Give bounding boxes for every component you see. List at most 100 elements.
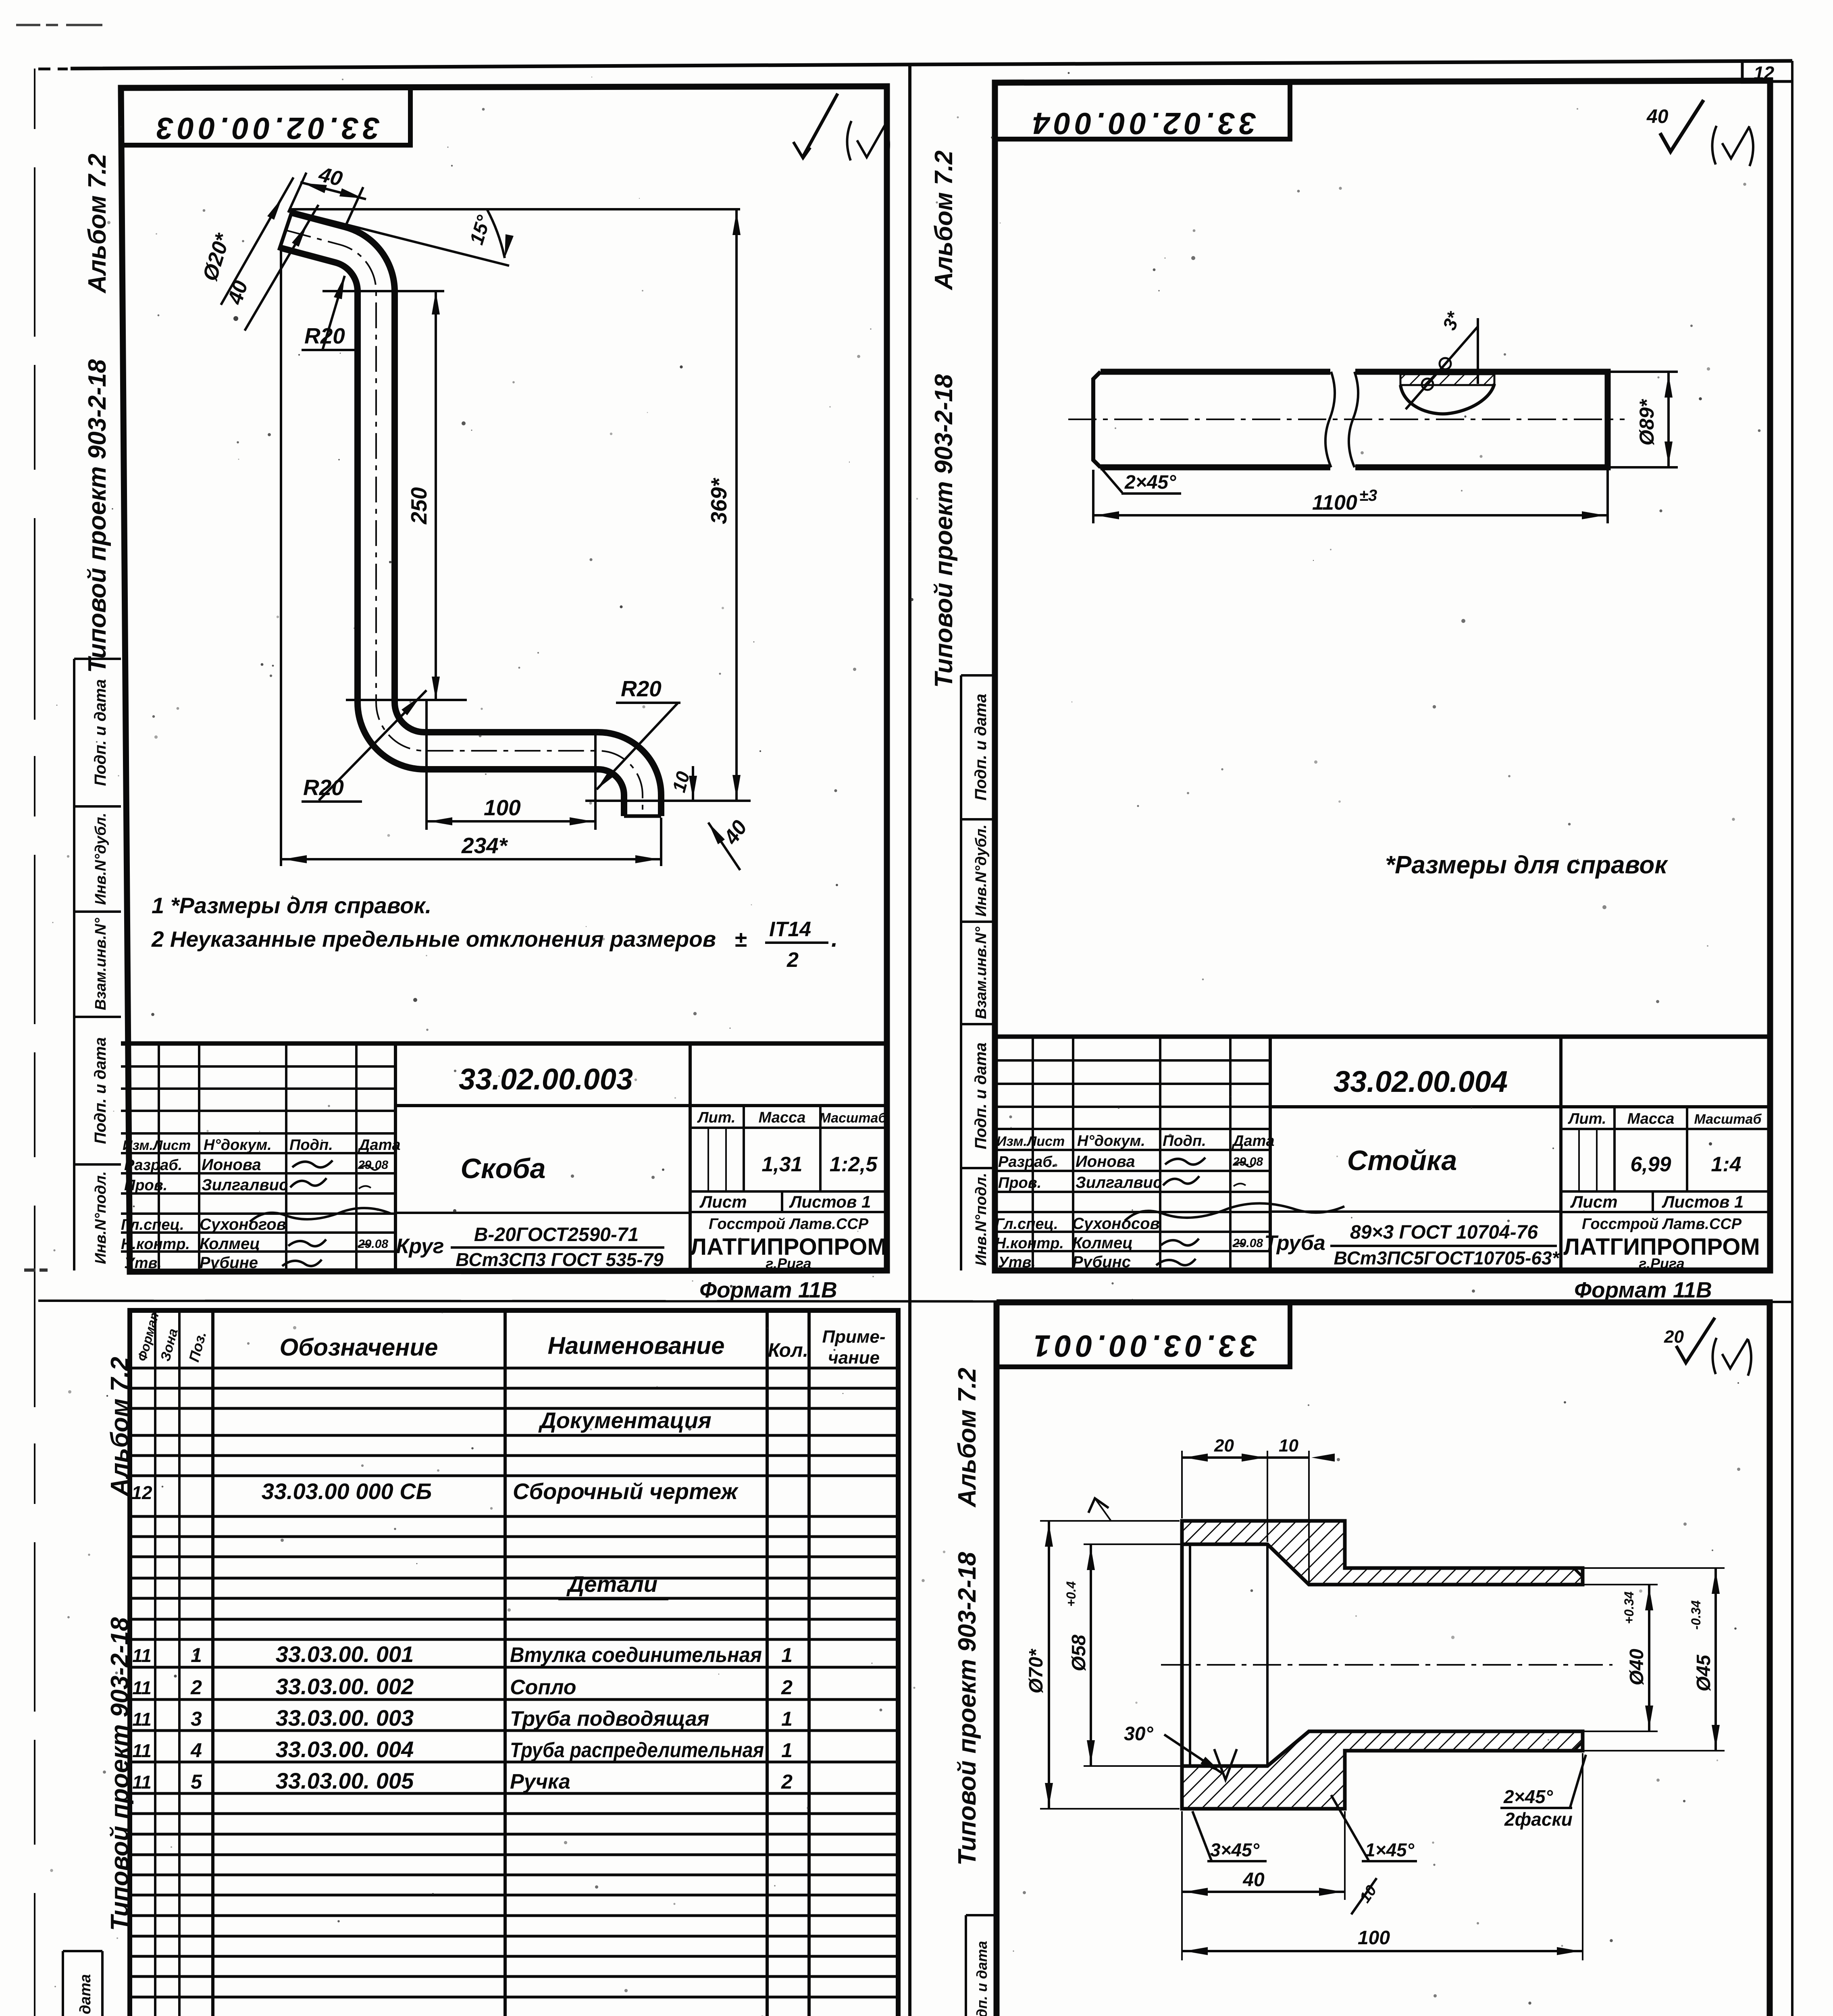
- svg-text:Госстрой Латв.ССР: Госстрой Латв.ССР: [709, 1216, 869, 1233]
- svg-text:Ø40: Ø40: [1626, 1649, 1648, 1685]
- svg-text:Ø58: Ø58: [1068, 1635, 1090, 1671]
- svg-text:2: 2: [190, 1676, 202, 1699]
- svg-text:R20: R20: [621, 676, 662, 701]
- svg-text:1,31: 1,31: [761, 1153, 802, 1176]
- svg-text:Масса: Масса: [1627, 1110, 1675, 1127]
- svg-text:Подп. и дата: Подп. и дата: [972, 694, 990, 801]
- svg-text:Лит.: Лит.: [1567, 1110, 1606, 1127]
- svg-text:Н.контр.: Н.контр.: [121, 1236, 190, 1253]
- svg-text:2: 2: [781, 1676, 793, 1699]
- svg-text:Ионова: Ионова: [1076, 1153, 1135, 1170]
- svg-text:33.03.00. 003: 33.03.00. 003: [276, 1705, 414, 1731]
- svg-text:IT14: IT14: [769, 918, 811, 941]
- svg-text:Взам.инв.N°: Взам.инв.N°: [973, 927, 990, 1019]
- svg-text:Инв.N°подл.: Инв.N°подл.: [92, 1171, 109, 1264]
- svg-text:Пров.: Пров.: [124, 1177, 167, 1194]
- svg-text:Подп. и дата: Подп. и дата: [77, 1974, 94, 2016]
- svg-text:5: 5: [191, 1770, 202, 1793]
- svg-text:ВСт3СП3 ГОСТ 535-79: ВСт3СП3 ГОСТ 535-79: [456, 1249, 664, 1270]
- svg-text:Детали: Детали: [566, 1571, 657, 1597]
- svg-text:Наименование: Наименование: [547, 1332, 724, 1359]
- svg-text:Разраб.: Разраб.: [998, 1154, 1056, 1170]
- svg-text:29.08: 29.08: [1232, 1155, 1263, 1168]
- svg-text:1:2,5: 1:2,5: [830, 1153, 878, 1176]
- svg-text:Типовой проект 903-2-18: Типовой проект 903-2-18: [83, 359, 111, 673]
- svg-text:Альбом 7.2: Альбом 7.2: [83, 154, 111, 294]
- svg-text:40: 40: [1242, 1869, 1265, 1891]
- svg-text:Лист: Лист: [699, 1192, 747, 1211]
- svg-text:Ручка: Ручка: [510, 1770, 570, 1793]
- svg-text:Ø45: Ø45: [1693, 1654, 1714, 1691]
- svg-text:Инв.N°дубл.: Инв.N°дубл.: [92, 813, 109, 905]
- svg-text:Труба распределительная: Труба распределительная: [510, 1739, 764, 1762]
- svg-text:Приме-: Приме-: [822, 1327, 885, 1347]
- svg-text:Альбом 7.2: Альбом 7.2: [930, 150, 958, 291]
- svg-text:1 *Размеры для справок.: 1 *Размеры для справок.: [152, 893, 431, 918]
- svg-text:Гл.спец.: Гл.спец.: [121, 1216, 184, 1233]
- svg-text:33.03.00. 002: 33.03.00. 002: [276, 1674, 414, 1699]
- svg-text:29.08: 29.08: [358, 1237, 388, 1251]
- svg-text:*Размеры для справок: *Размеры для справок: [1385, 851, 1668, 879]
- svg-text:Рубинс: Рубинс: [1072, 1253, 1131, 1271]
- svg-text:11: 11: [132, 1772, 152, 1793]
- svg-text:30°: 30°: [1124, 1723, 1153, 1745]
- svg-text:2: 2: [786, 948, 799, 972]
- svg-text:Разраб.: Разраб.: [124, 1157, 182, 1174]
- svg-text:2×45°: 2×45°: [1503, 1786, 1553, 1807]
- svg-text:Типовой проект 903-2-18: Типовой проект 903-2-18: [106, 1617, 134, 1931]
- svg-text:11: 11: [132, 1677, 152, 1698]
- svg-text:20: 20: [1664, 1327, 1684, 1347]
- svg-text:3×45°: 3×45°: [1210, 1839, 1260, 1860]
- svg-text:Госстрой Латв.ССР: Госстрой Латв.ССР: [1582, 1216, 1742, 1233]
- svg-text:Труба подводящая: Труба подводящая: [510, 1707, 709, 1731]
- svg-text:89×3 ГОСТ 10704-76: 89×3 ГОСТ 10704-76: [1350, 1222, 1538, 1243]
- svg-text:29.08: 29.08: [1232, 1237, 1263, 1250]
- svg-text:ЛАТГИПРОПРОМ: ЛАТГИПРОПРОМ: [1563, 1234, 1760, 1260]
- svg-text:11: 11: [132, 1740, 152, 1761]
- svg-text:Дата: Дата: [1232, 1133, 1275, 1150]
- svg-text:Инв.N°подл.: Инв.N°подл.: [973, 1173, 990, 1266]
- svg-text:Подп. и дата: Подп. и дата: [974, 1941, 990, 2016]
- svg-text:Колмец: Колмец: [200, 1235, 260, 1253]
- svg-text:Подп. и дата: Подп. и дата: [92, 679, 109, 786]
- svg-text:Ø70*: Ø70*: [1026, 1648, 1047, 1693]
- svg-text:Кол.: Кол.: [768, 1340, 808, 1361]
- svg-text:Н.контр.: Н.контр.: [995, 1235, 1064, 1252]
- svg-text:Рубине: Рубине: [200, 1254, 258, 1272]
- svg-text:1: 1: [781, 1708, 793, 1730]
- svg-text:Изм.Лист: Изм.Лист: [123, 1138, 191, 1153]
- svg-text:Листов 1: Листов 1: [789, 1192, 871, 1211]
- svg-text:Зилгалвис: Зилгалвис: [1076, 1174, 1162, 1191]
- svg-text:2×45°: 2×45°: [1124, 472, 1176, 493]
- svg-text:В-20ГОСТ2590-71: В-20ГОСТ2590-71: [474, 1224, 639, 1245]
- svg-text:33.02.00.003: 33.02.00.003: [152, 111, 380, 145]
- svg-text:11: 11: [132, 1645, 152, 1666]
- svg-text:Сборочный чертеж: Сборочный чертеж: [513, 1479, 739, 1504]
- svg-text:Альбом 7.2: Альбом 7.2: [953, 1368, 981, 1508]
- svg-text:1100: 1100: [1312, 491, 1357, 514]
- svg-text:г.Рига: г.Рига: [1639, 1255, 1685, 1272]
- svg-text:Стойка: Стойка: [1347, 1145, 1457, 1176]
- svg-text:Утв.: Утв.: [998, 1254, 1036, 1271]
- svg-text:Типовой проект 903-2-18: Типовой проект 903-2-18: [930, 374, 958, 688]
- svg-text:Дата: Дата: [358, 1137, 401, 1154]
- svg-text:ВСт3ПС5ГОСТ10705-63*: ВСт3ПС5ГОСТ10705-63*: [1334, 1248, 1560, 1268]
- svg-text:1×45°: 1×45°: [1365, 1839, 1415, 1860]
- svg-text:г.Рига: г.Рига: [766, 1255, 811, 1272]
- svg-text:ЛАТГИПРОПРОМ: ЛАТГИПРОПРОМ: [690, 1234, 886, 1260]
- svg-text:Н°докум.: Н°докум.: [204, 1137, 272, 1154]
- svg-text:.: .: [831, 926, 838, 952]
- svg-text:20: 20: [1214, 1436, 1234, 1456]
- svg-text:Сухоногов: Сухоногов: [200, 1216, 286, 1233]
- svg-text:10: 10: [1279, 1436, 1298, 1456]
- svg-text:Труба: Труба: [1264, 1231, 1325, 1255]
- svg-text:369*: 369*: [706, 477, 731, 524]
- svg-text:Подп. и дата: Подп. и дата: [92, 1037, 109, 1144]
- svg-text:Скоба: Скоба: [460, 1153, 545, 1184]
- svg-text:100: 100: [1358, 1927, 1390, 1949]
- svg-text:Подп. и дата: Подп. и дата: [972, 1043, 990, 1150]
- svg-text:4: 4: [190, 1739, 202, 1762]
- svg-text:1:4: 1:4: [1711, 1153, 1741, 1176]
- svg-text:3: 3: [191, 1708, 202, 1730]
- svg-text:33.03.00.001: 33.03.00.001: [1030, 1329, 1257, 1363]
